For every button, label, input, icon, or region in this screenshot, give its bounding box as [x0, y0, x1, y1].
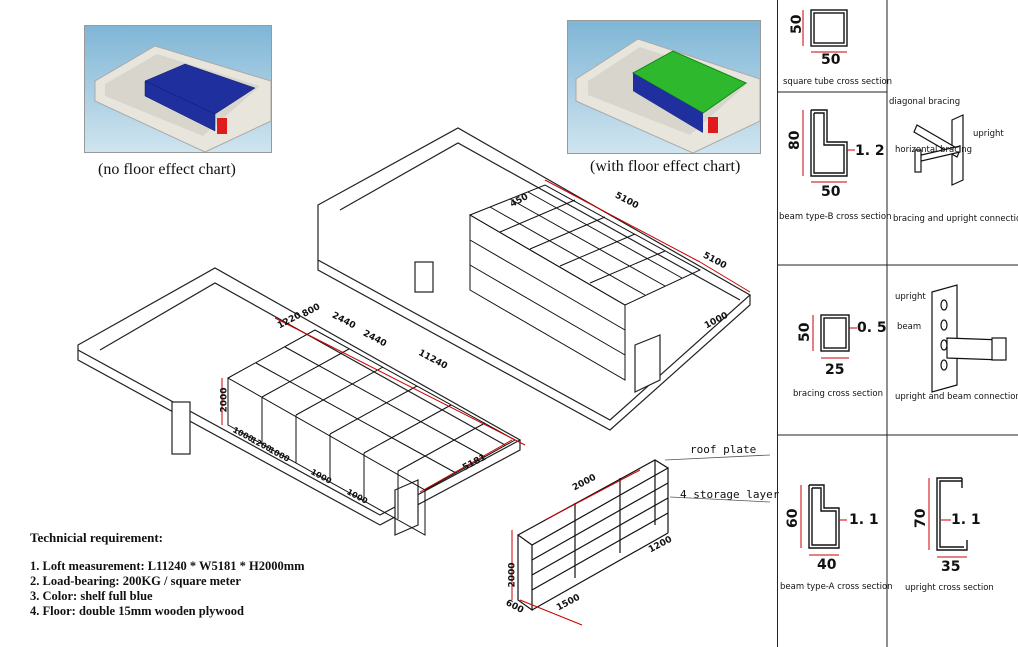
dim-label: 0. 5 [857, 320, 887, 336]
left-building [77, 267, 522, 536]
roof-plate-label: roof plate [690, 443, 757, 456]
dim-label: 50 [821, 184, 841, 200]
technical-requirements: Technicial requirement: 1. Loft measurem… [30, 530, 305, 619]
dim-label: 1. 1 [849, 512, 879, 528]
requirement-item: 2. Load-bearing: 200KG / square meter [30, 574, 241, 588]
right-racks [468, 184, 702, 381]
dim-label: 50 [797, 322, 813, 342]
beam-label: beam [897, 322, 922, 332]
dim-label: 35 [941, 559, 961, 575]
dim-label: 50 [821, 52, 841, 68]
cross-section-panel: 50 50 square tube cross section 80 1. 2 … [777, 0, 1018, 647]
upright-label: upright [973, 129, 1004, 139]
dim-label: 50 [789, 14, 805, 34]
beam-b-label: beam type-B cross section [779, 212, 892, 222]
bracing-connection-label: bracing and upright connection [893, 214, 1018, 224]
right-building [317, 127, 752, 431]
dim-label: 60 [785, 508, 801, 528]
no-floor-caption: (no floor effect chart) [98, 161, 236, 178]
horizontal-bracing-label: horizontal bracing [895, 145, 973, 155]
dim-label: 2000 [219, 387, 230, 413]
dim-label: 25 [825, 362, 845, 378]
shelf-unit [516, 459, 670, 612]
dim-label: 70 [913, 508, 929, 528]
bracing-section-label: bracing cross section [793, 389, 883, 399]
requirement-item: 3. Color: shelf full blue [30, 589, 153, 603]
no-floor-effect-image [84, 25, 272, 153]
with-floor-effect-image [567, 20, 761, 154]
diagonal-bracing-label: diagonal bracing [889, 97, 961, 107]
upright-beam-connection-label: upright and beam connection [895, 392, 1018, 402]
left-loft-grid [226, 329, 517, 536]
storage-layer-label: 4 storage layer [680, 488, 780, 501]
dim-label: 1. 1 [951, 512, 981, 528]
requirements-title: Technicial requirement: [30, 530, 164, 545]
requirement-item: 4. Floor: double 15mm wooden plywood [30, 604, 244, 618]
upright-section-label: upright cross section [905, 583, 994, 593]
dim-label: 2000 [507, 562, 518, 588]
square-tube-label: square tube cross section [783, 77, 893, 87]
dim-label: 80 [787, 130, 803, 150]
panel-grid [777, 0, 1018, 647]
upright-label: upright [895, 292, 926, 302]
dim-label: 1. 2 [855, 143, 885, 159]
dim-label: 40 [817, 557, 837, 573]
beam-a-label: beam type-A cross section [780, 582, 893, 592]
requirement-item: 1. Loft measurement: L11240 * W5181 * H2… [30, 559, 305, 573]
with-floor-caption: (with floor effect chart) [590, 158, 741, 175]
main-drawing [77, 127, 771, 626]
